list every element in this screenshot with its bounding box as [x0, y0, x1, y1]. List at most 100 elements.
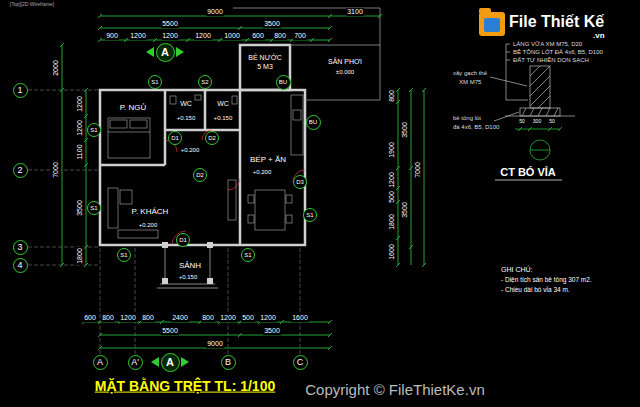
- detail-note: BÊ TÔNG LÓT ĐÁ 4x6, B5, D100: [512, 49, 604, 56]
- detail-note: 50: [548, 119, 556, 125]
- dimension-text: 500: [241, 314, 255, 322]
- dimension-text: 1200: [259, 314, 277, 322]
- dimension-text: 600: [251, 32, 265, 40]
- view-label: [Top][2D Wireframe]: [9, 2, 55, 8]
- dimension-text: 600: [83, 314, 97, 322]
- dimension-text: 900: [105, 32, 119, 40]
- porch: [157, 245, 218, 288]
- axis-bubble: 1: [13, 83, 28, 98]
- dimension-text: 3500: [76, 199, 84, 217]
- door-tag: D3: [293, 175, 307, 189]
- axis-bubble: 4: [13, 258, 28, 273]
- node-text: S2: [201, 79, 208, 85]
- level-mark: ±0.000: [335, 69, 355, 76]
- door-tag: D1: [176, 233, 190, 247]
- axis-bubble: 3: [13, 240, 28, 255]
- door-tag: S1: [87, 201, 101, 215]
- room-label: WC: [179, 100, 193, 108]
- detail-note: xây gạch thẻ: [452, 70, 488, 77]
- dimension-text: 1600: [388, 243, 396, 261]
- node-text: 1: [17, 86, 22, 95]
- dimension-text: 1200: [119, 314, 137, 322]
- dimension-text: 3500: [401, 121, 409, 139]
- room-label: 5 M3: [256, 63, 274, 71]
- axis-bubble: A': [128, 355, 143, 370]
- node-text: D1: [171, 135, 179, 141]
- level-mark: +0.150: [176, 115, 197, 122]
- detail-note: LÁNG VỮA XM M75, D20: [512, 41, 583, 48]
- door-tag: BU: [306, 115, 321, 130]
- site-lines: [233, 8, 380, 100]
- dimension-text: 5500: [161, 20, 179, 28]
- door-tag: D2: [205, 131, 219, 145]
- room-label: P. NGỦ: [119, 104, 148, 113]
- room-label: BỂ NƯỚC: [247, 54, 282, 62]
- dimension-text: 3500: [263, 20, 281, 28]
- node-text: A: [161, 47, 169, 58]
- room-label: WC: [216, 100, 230, 108]
- dimension-text: 1200: [76, 119, 84, 137]
- dimension-text: 3100: [346, 8, 364, 16]
- dimension-text: 800: [273, 32, 287, 40]
- dimension-text: 1600: [291, 314, 309, 322]
- door-tag: S1: [117, 248, 131, 262]
- node-text: S1: [306, 212, 313, 218]
- detail-note: XM M75: [458, 79, 482, 86]
- drawing-title: MẶT BẰNG TRỆT TL: 1/100: [95, 378, 275, 395]
- section-marker: A: [156, 43, 175, 62]
- door-tag: S1: [148, 75, 162, 89]
- dimension-text: 1200: [161, 32, 179, 40]
- dimension-lines: [60, 14, 426, 350]
- door-tag: S1: [87, 123, 101, 137]
- axis-bubble: 2: [13, 163, 28, 178]
- door-tag: S1: [303, 208, 317, 222]
- level-mark: +0.200: [138, 222, 159, 229]
- node-text: D2: [196, 172, 204, 178]
- node-text: BU: [279, 79, 287, 85]
- axis-bubble: B: [221, 355, 236, 370]
- dimension-text: 1900: [388, 141, 396, 159]
- level-mark: +0.150: [178, 274, 199, 281]
- curb-detail: [490, 44, 575, 121]
- dimension-text: 1800: [76, 247, 84, 265]
- room-label: SẢNH: [178, 262, 202, 271]
- dimension-text: 1200: [219, 314, 237, 322]
- node-text: A: [97, 358, 103, 367]
- dimension-text: 7000: [414, 161, 422, 179]
- dimension-text: 800: [101, 314, 115, 322]
- door-tag: S2: [198, 75, 212, 89]
- axis-bubble: C: [293, 355, 308, 370]
- dimension-text: 9000: [206, 8, 224, 16]
- general-note: - Chiều dài bó vỉa 34 m.: [500, 286, 571, 293]
- level-mark: +0.200: [180, 147, 201, 154]
- node-text: 2: [17, 166, 22, 175]
- dimension-text: 2000: [52, 59, 60, 77]
- detail-note: 300: [532, 119, 542, 125]
- detail-note: đá 4x6, B5, D100: [452, 124, 500, 131]
- dimension-text: 1800: [388, 213, 396, 231]
- dimension-text: 800: [388, 89, 396, 103]
- dimension-text: 1000: [223, 32, 241, 40]
- logo-text: .vn: [592, 32, 606, 41]
- general-note: - Diện tích sân bê tông 307 m2.: [500, 276, 593, 283]
- node-text: 3: [17, 243, 22, 252]
- door-tag: BU: [276, 75, 291, 90]
- watermark: Copyright © FileThietKe.vn: [304, 382, 485, 399]
- level-mark: +0.150: [213, 115, 234, 122]
- room-label: BẾP + ĂN: [249, 156, 287, 165]
- node-text: D3: [296, 179, 304, 185]
- node-text: D2: [208, 135, 216, 141]
- dimension-text: 800: [141, 314, 155, 322]
- general-note: GHI CHÚ:: [500, 266, 534, 274]
- detail-note: ĐẤT TỰ NHIÊN DỌN SẠCH: [512, 57, 590, 64]
- node-text: S1: [120, 252, 127, 258]
- level-mark: +0.200: [252, 169, 273, 176]
- node-text: B: [225, 358, 231, 367]
- node-text: S1: [90, 127, 97, 133]
- logo-text: File Thiết Kế: [508, 13, 605, 31]
- node-text: A: [166, 357, 174, 368]
- room-label: P. KHÁCH: [131, 208, 170, 217]
- node-text: S1: [151, 79, 158, 85]
- door-tag: S1: [241, 248, 255, 262]
